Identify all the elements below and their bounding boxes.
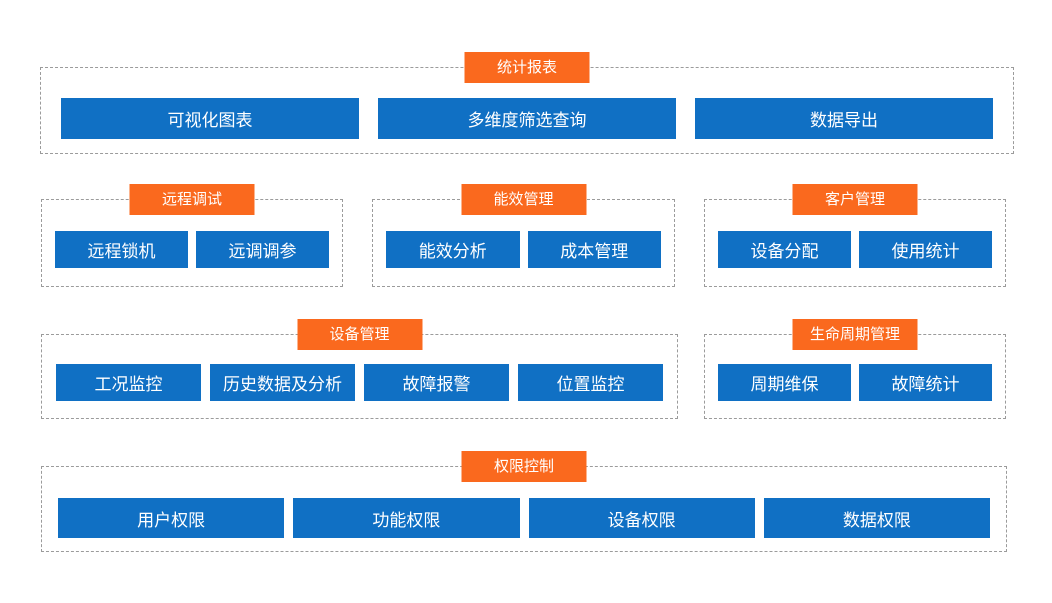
button-energy-efficiency-analysis[interactable]: 能效分析 bbox=[386, 231, 520, 268]
title-energy-management: 能效管理 bbox=[461, 184, 586, 215]
section-remote-debugging: 远程调试 远程锁机 远调调参 bbox=[41, 184, 343, 287]
button-multi-dimension-filter-query[interactable]: 多维度筛选查询 bbox=[378, 98, 676, 139]
section-lifecycle-management: 生命周期管理 周期维保 故障统计 bbox=[704, 319, 1006, 419]
button-device-allocation[interactable]: 设备分配 bbox=[718, 231, 851, 268]
button-row-customer-management: 设备分配 使用统计 bbox=[718, 231, 992, 268]
button-row-remote-debugging: 远程锁机 远调调参 bbox=[55, 231, 329, 268]
title-permission-control: 权限控制 bbox=[461, 451, 587, 482]
button-data-export[interactable]: 数据导出 bbox=[695, 98, 993, 139]
section-device-management: 设备管理 工况监控 历史数据及分析 故障报警 位置监控 bbox=[41, 319, 678, 419]
section-energy-management: 能效管理 能效分析 成本管理 bbox=[372, 184, 675, 287]
button-visual-charts[interactable]: 可视化图表 bbox=[61, 98, 359, 139]
button-remote-parameter-tuning[interactable]: 远调调参 bbox=[196, 231, 329, 268]
button-row-permission-control: 用户权限 功能权限 设备权限 数据权限 bbox=[58, 498, 990, 538]
button-fault-alarm[interactable]: 故障报警 bbox=[364, 364, 509, 401]
button-function-permission[interactable]: 功能权限 bbox=[293, 498, 520, 538]
button-device-permission[interactable]: 设备权限 bbox=[528, 498, 755, 538]
button-remote-lock[interactable]: 远程锁机 bbox=[55, 231, 188, 268]
button-periodic-maintenance[interactable]: 周期维保 bbox=[718, 364, 851, 401]
section-statistics-report: 统计报表 可视化图表 多维度筛选查询 数据导出 bbox=[40, 52, 1014, 154]
button-row-lifecycle-management: 周期维保 故障统计 bbox=[718, 364, 992, 401]
button-location-monitoring[interactable]: 位置监控 bbox=[518, 364, 663, 401]
button-usage-statistics[interactable]: 使用统计 bbox=[859, 231, 992, 268]
button-history-data-analysis[interactable]: 历史数据及分析 bbox=[210, 364, 355, 401]
title-statistics-report: 统计报表 bbox=[464, 52, 590, 83]
section-permission-control: 权限控制 用户权限 功能权限 设备权限 数据权限 bbox=[41, 451, 1007, 552]
button-user-permission[interactable]: 用户权限 bbox=[58, 498, 285, 538]
button-working-condition-monitoring[interactable]: 工况监控 bbox=[56, 364, 201, 401]
button-data-permission[interactable]: 数据权限 bbox=[763, 498, 990, 538]
button-fault-statistics[interactable]: 故障统计 bbox=[859, 364, 992, 401]
title-lifecycle-management: 生命周期管理 bbox=[792, 319, 918, 350]
button-row-device-management: 工况监控 历史数据及分析 故障报警 位置监控 bbox=[56, 364, 663, 401]
title-remote-debugging: 远程调试 bbox=[129, 184, 255, 215]
button-row-statistics: 可视化图表 多维度筛选查询 数据导出 bbox=[61, 98, 993, 139]
title-device-management: 设备管理 bbox=[297, 319, 422, 350]
section-customer-management: 客户管理 设备分配 使用统计 bbox=[704, 184, 1006, 287]
title-customer-management: 客户管理 bbox=[792, 184, 918, 215]
button-cost-management[interactable]: 成本管理 bbox=[527, 231, 661, 268]
button-row-energy-management: 能效分析 成本管理 bbox=[386, 231, 661, 268]
